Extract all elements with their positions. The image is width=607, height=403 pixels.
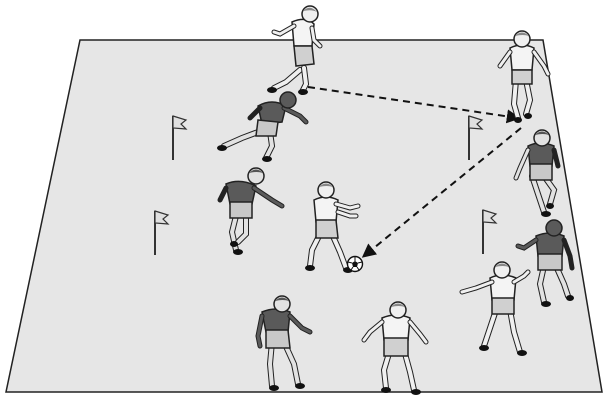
soccer-ball-icon bbox=[348, 257, 363, 272]
